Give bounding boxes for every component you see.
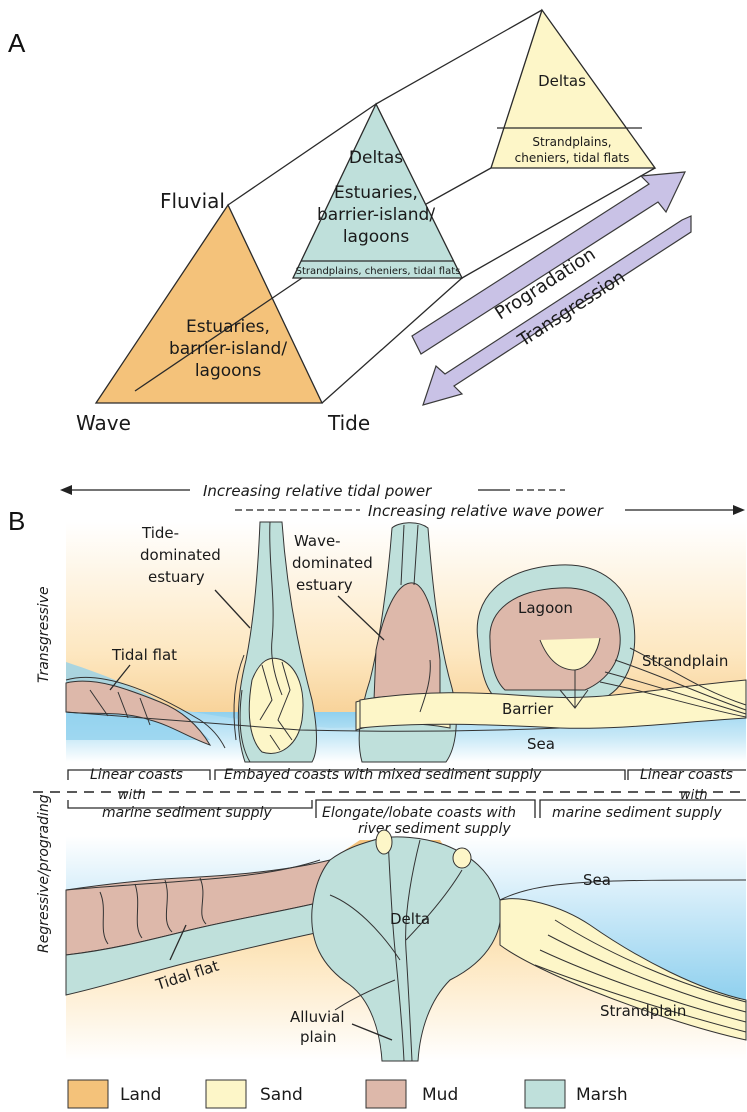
sea-bottom-label: Sea [583, 871, 611, 889]
delta-label: Delta [390, 910, 430, 928]
legend-label-sand: Sand [260, 1085, 303, 1105]
legend-label-marsh: Marsh [576, 1085, 628, 1105]
wave-estuary-line-2: dominated [292, 554, 373, 572]
linear-right-line-1: Linear coasts [640, 767, 733, 783]
mid-triangle: Deltas Estuaries, barrier-island/ lagoon… [293, 104, 462, 278]
sea-top-label: Sea [527, 735, 555, 753]
wave-estuary-line-1: Wave- [294, 532, 341, 550]
legend-label-land: Land [120, 1085, 161, 1105]
barrier-label: Barrier [502, 700, 554, 718]
legend-item-sand: Sand [206, 1080, 303, 1108]
linear-right-line-2: marine sediment supply [552, 805, 722, 821]
strandplain-bottom-label: Strandplain [600, 1002, 686, 1020]
legend-swatch-land [68, 1080, 108, 1108]
side-label-regressive: Regressive/prograding [36, 794, 52, 953]
tidal-flat-top-label: Tidal flat [111, 646, 177, 664]
panel-b-letter: B [8, 506, 25, 536]
vertex-tide-label: Tide [327, 411, 370, 435]
small-triangle-base-2: cheniers, tidal flats [515, 151, 630, 165]
vertex-wave-label: Wave [76, 411, 131, 435]
tidal-power-arrow: Increasing relative tidal power [60, 482, 565, 500]
alluvial-line-2: plain [300, 1028, 337, 1046]
panel-a-letter: A [8, 28, 26, 58]
legend-item-marsh: Marsh [525, 1080, 628, 1108]
legend-item-mud: Mud [366, 1080, 458, 1108]
mid-triangle-base-label: Strandplains, cheniers, tidal flats [296, 266, 461, 277]
small-triangle-deltas: Deltas [538, 72, 586, 90]
mid-triangle-line-2: barrier-island/ [317, 205, 435, 225]
big-triangle-line-3: lagoons [195, 361, 262, 381]
embayed-label: Embayed coasts with mixed sediment suppl… [224, 767, 542, 783]
legend-label-mud: Mud [422, 1085, 458, 1105]
linear-left-line-1: Linear coasts [90, 767, 183, 783]
big-triangle-line-1: Estuaries, [186, 317, 270, 337]
tide-estuary-line-3: estuary [148, 568, 205, 586]
tide-estuary-line-2: dominated [140, 546, 221, 564]
wave-estuary-line-3: estuary [296, 576, 353, 594]
legend-swatch-marsh [525, 1080, 565, 1108]
legend-item-land: Land [68, 1080, 161, 1108]
mid-triangle-deltas: Deltas [349, 148, 403, 168]
strandplain-top-label: Strandplain [642, 652, 728, 670]
mid-triangle-line-3: lagoons [343, 227, 410, 247]
small-triangle-base-1: Strandplains, [532, 135, 611, 149]
lagoon-label: Lagoon [518, 599, 573, 617]
alluvial-line-1: Alluvial [290, 1008, 345, 1026]
vertex-fluvial-label: Fluvial [160, 189, 225, 213]
wave-power-label: Increasing relative wave power [368, 502, 604, 520]
regressive-block: Delta Sea Strandplain Tidal flat Alluvia… [66, 830, 746, 1061]
elongate-line-1: Elongate/lobate coasts with [322, 805, 516, 821]
tide-estuary-line-1: Tide- [141, 524, 179, 542]
linear-left-with: with [118, 788, 146, 803]
wave-power-arrow: Increasing relative wave power [235, 502, 745, 520]
tidal-power-label: Increasing relative tidal power [203, 482, 432, 500]
linear-left-line-2: marine sediment supply [102, 805, 272, 821]
mid-triangle-line-1: Estuaries, [334, 183, 418, 203]
legend-swatch-mud [366, 1080, 406, 1108]
side-label-transgressive: Transgressive [36, 586, 52, 683]
small-triangle: Deltas Strandplains, cheniers, tidal fla… [491, 10, 655, 168]
legend: Land Sand Mud Marsh [68, 1080, 628, 1108]
linear-right-with: with [680, 788, 708, 803]
legend-swatch-sand [206, 1080, 246, 1108]
coast-type-brackets: Linear coasts Embayed coasts with mixed … [33, 767, 746, 837]
big-triangle-line-2: barrier-island/ [169, 339, 287, 359]
transgressive-block: Tide- dominated estuary Wave- dominated … [66, 522, 746, 762]
